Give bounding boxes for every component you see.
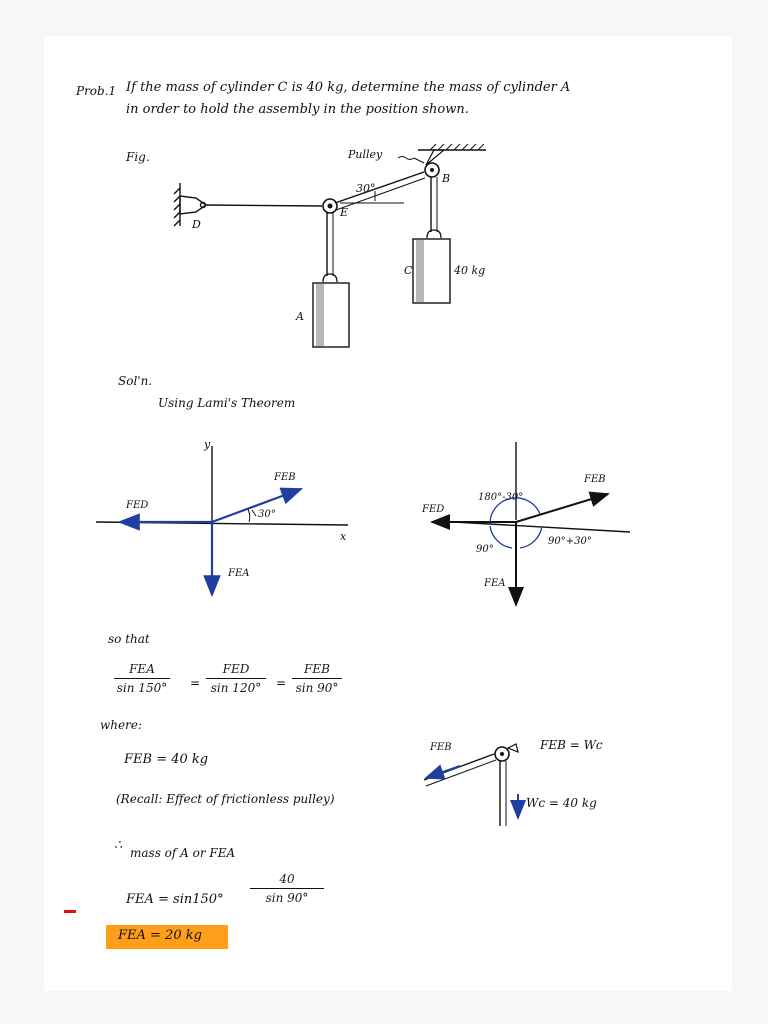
mass-a-text: mass of A or FEA — [130, 846, 236, 860]
fbd-left-feb: FEB — [274, 472, 296, 483]
figure-caption: Fig. — [126, 150, 150, 164]
x-axis-label: x — [340, 530, 347, 543]
label-e: E — [340, 206, 349, 219]
angle-top: 180°-30° — [478, 492, 524, 503]
fea-lhs: FEA = sin150° — [126, 892, 224, 907]
recall-note: (Recall: Effect of frictionless pulley) — [116, 792, 335, 806]
cylinder-c — [412, 229, 451, 304]
so-that-text: so that — [108, 632, 150, 646]
fbd-left-fea: FEA — [228, 568, 250, 579]
fbd-left-angle: 30° — [258, 509, 276, 520]
angle-right: 90°+30° — [548, 536, 592, 547]
y-axis-label: y — [204, 438, 211, 451]
problem-line-1: If the mass of cylinder C is 40 kg, dete… — [126, 80, 571, 95]
margin-mark — [64, 910, 76, 913]
solution-heading: Sol'n. — [118, 374, 153, 388]
label-d: D — [192, 218, 201, 231]
term-3-den: sin 90° — [295, 681, 339, 695]
fbd-right-feb: FEB — [584, 474, 606, 485]
fea-fraction: 40 sin 90° — [250, 872, 324, 905]
sketch-feb-eq: FEB = Wc — [540, 738, 603, 752]
term-1-num: FEA — [129, 662, 155, 676]
angle-30-label: 30° — [356, 182, 376, 195]
fbd-left-fed: FED — [126, 500, 149, 511]
feb-value: FEB = 40 kg — [124, 752, 209, 767]
notebook-page — [44, 36, 732, 991]
sketch-wc: Wc = 40 kg — [526, 796, 597, 810]
solution-method: Using Lami's Theorem — [158, 396, 296, 410]
wall-d — [173, 183, 208, 227]
equals-2: = — [276, 676, 287, 690]
answer-highlight — [106, 925, 228, 949]
pulley-b — [424, 162, 440, 178]
final-answer: FEA = 20 kg — [118, 928, 202, 943]
term-1-den: sin 150° — [116, 681, 168, 695]
term-2-den: sin 120° — [210, 681, 262, 695]
label-a: A — [296, 310, 304, 323]
fea-num: 40 — [279, 872, 295, 886]
problem-line-2: in order to hold the assembly in the pos… — [126, 102, 469, 117]
sketch-feb: FEB — [430, 742, 452, 753]
angle-left: 90° — [476, 544, 494, 555]
fbd-right-fea: FEA — [484, 578, 506, 589]
label-c: C — [404, 264, 413, 277]
mass-c-label: 40 kg — [454, 264, 486, 277]
ring-e — [322, 198, 338, 214]
term-2-num: FED — [222, 662, 250, 676]
lami-term-2: FED sin 120° — [206, 662, 266, 695]
label-b: B — [442, 172, 451, 185]
where-text: where: — [100, 718, 142, 732]
equals-1: = — [190, 676, 201, 690]
rope-de — [205, 204, 323, 207]
cylinder-a — [312, 273, 350, 348]
rope-eb — [334, 171, 425, 204]
fea-den: sin 90° — [265, 891, 309, 905]
fbd-right-fed: FED — [422, 504, 445, 515]
problem-label: Prob.1 — [76, 84, 117, 98]
therefore-symbol: ∴ — [114, 838, 123, 853]
lami-term-3: FEB sin 90° — [292, 662, 342, 695]
pulley-label: Pulley — [348, 148, 383, 161]
term-3-num: FEB — [304, 662, 330, 676]
lami-term-1: FEA sin 150° — [114, 662, 170, 695]
